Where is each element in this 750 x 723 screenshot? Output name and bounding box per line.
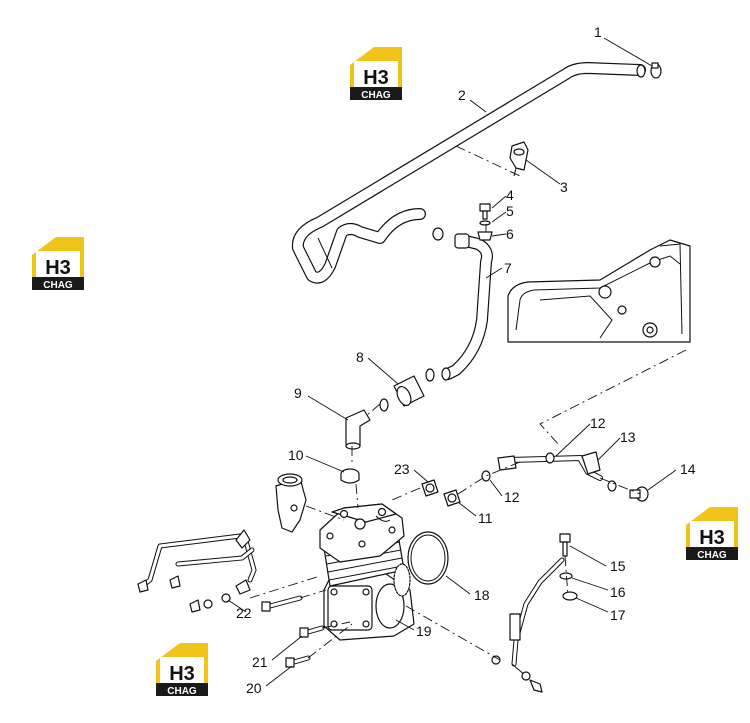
washer-12 <box>545 452 555 464</box>
callout-13: 13 <box>620 429 636 445</box>
coolant-housing <box>275 473 307 533</box>
callout-4: 4 <box>506 187 514 203</box>
oil-line <box>497 451 603 481</box>
coolant-pipe <box>137 529 257 595</box>
watermark-text: CHAG <box>361 90 391 101</box>
callout-3: 3 <box>560 179 568 195</box>
washer-12 <box>481 470 491 482</box>
callout-12a: 12 <box>590 415 606 431</box>
bolt-20 <box>285 655 311 668</box>
washer <box>607 480 617 492</box>
callout-14: 14 <box>680 461 696 477</box>
callout-8: 8 <box>356 349 364 365</box>
watermark-mark: H3 <box>699 527 725 549</box>
washer-16 <box>559 572 573 580</box>
callout-7: 7 <box>504 260 512 276</box>
callout-19: 19 <box>416 623 432 639</box>
fitting-23 <box>421 479 439 497</box>
callout-2: 2 <box>458 87 466 103</box>
callout-6: 6 <box>506 226 514 242</box>
callout-23: 23 <box>394 461 410 477</box>
callout-16: 16 <box>610 584 626 600</box>
callout-labels: 1 2 3 4 5 6 7 8 9 10 11 12 12 13 14 15 1… <box>236 24 696 696</box>
hose-clamp <box>432 227 444 241</box>
pipe-clamp <box>650 62 662 79</box>
nut-10 <box>340 468 360 484</box>
discharge-hose <box>491 557 565 693</box>
callout-20: 20 <box>246 680 262 696</box>
clip-17 <box>562 591 578 601</box>
watermark-mark: H3 <box>363 67 389 89</box>
callout-22: 22 <box>236 605 252 621</box>
watermark-text: CHAG <box>167 686 197 697</box>
pipe-bracket <box>509 141 529 177</box>
callout-21: 21 <box>252 654 268 670</box>
callout-10: 10 <box>288 447 304 463</box>
watermark-mark: H3 <box>169 663 195 685</box>
air-compressor <box>319 503 415 641</box>
callout-15: 15 <box>610 558 626 574</box>
engine-housing <box>507 239 691 343</box>
assembly-centerlines <box>249 145 687 661</box>
bolt-4 <box>479 203 491 220</box>
watermark-text: CHAG <box>43 280 73 291</box>
callout-12b: 12 <box>504 489 520 505</box>
callout-17: 17 <box>610 607 626 623</box>
leader-lines <box>227 37 677 687</box>
callout-18: 18 <box>474 587 490 603</box>
elbow-fitting <box>345 409 371 450</box>
callout-1: 1 <box>594 24 602 40</box>
hose-coupling <box>379 368 435 412</box>
watermark-logo: H3 CHAG <box>350 47 402 101</box>
watermark-logo: H3 CHAG <box>686 507 738 561</box>
bolt-15 <box>559 533 571 557</box>
fitting-11 <box>443 489 461 507</box>
washer-5 <box>479 220 491 226</box>
watermark-text: CHAG <box>697 550 727 561</box>
intake-pipe <box>291 62 646 284</box>
bolt-21 <box>299 625 325 638</box>
fitting-22 <box>189 593 231 613</box>
gasket-ring <box>407 531 449 585</box>
mounting-bolt <box>261 595 303 612</box>
callout-11: 11 <box>478 510 493 526</box>
watermark-mark: H3 <box>45 257 71 279</box>
callout-5: 5 <box>506 203 514 219</box>
connector-pipe <box>441 233 493 381</box>
watermark-logo: H3 CHAG <box>156 643 208 697</box>
clip-6 <box>477 231 493 241</box>
watermark-logo: H3 CHAG <box>32 237 84 291</box>
callout-9: 9 <box>294 385 302 401</box>
